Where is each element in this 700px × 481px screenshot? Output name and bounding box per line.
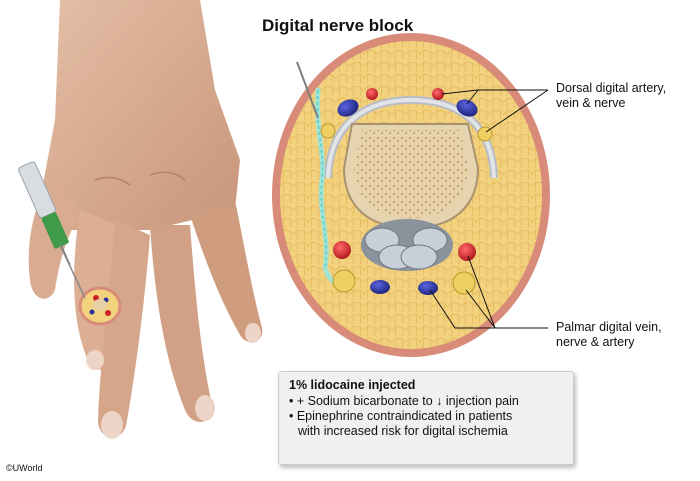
palmar-label-line2: nerve & artery bbox=[556, 335, 635, 349]
finger-cross-section bbox=[272, 33, 550, 357]
info-bullet-epinephrine-cont: with increased risk for digital ischemia bbox=[298, 424, 508, 438]
finger-cross-section-marker bbox=[78, 286, 122, 326]
palmar-label-line1: Palmar digital vein, bbox=[556, 320, 662, 334]
copyright: ©UWorld bbox=[6, 463, 43, 473]
dorsal-neurovascular bbox=[320, 88, 493, 142]
hand bbox=[28, 0, 263, 439]
dorsal-label-line1: Dorsal digital artery, bbox=[556, 81, 667, 95]
flexor-tendons bbox=[361, 219, 453, 271]
dorsal-label-line2: vein & nerve bbox=[556, 96, 626, 110]
palmar-digital-label: Palmar digital vein, nerve & artery bbox=[556, 320, 662, 350]
syringe bbox=[18, 161, 86, 299]
info-heading: 1% lidocaine injected bbox=[289, 378, 416, 392]
dorsal-digital-label: Dorsal digital artery, vein & nerve bbox=[556, 81, 666, 111]
lidocaine-info-box: 1% lidocaine injected • + Sodium bicarbo… bbox=[278, 371, 574, 465]
diagram-title: Digital nerve block bbox=[262, 16, 414, 35]
leader-lines bbox=[429, 89, 549, 329]
info-bullet-epinephrine: • Epinephrine contraindicated in patient… bbox=[289, 409, 513, 423]
info-bullet-bicarbonate: • + Sodium bicarbonate to ↓ injection pa… bbox=[289, 394, 519, 408]
phalanx-bone bbox=[342, 123, 480, 230]
palmar-neurovascular bbox=[332, 241, 476, 295]
